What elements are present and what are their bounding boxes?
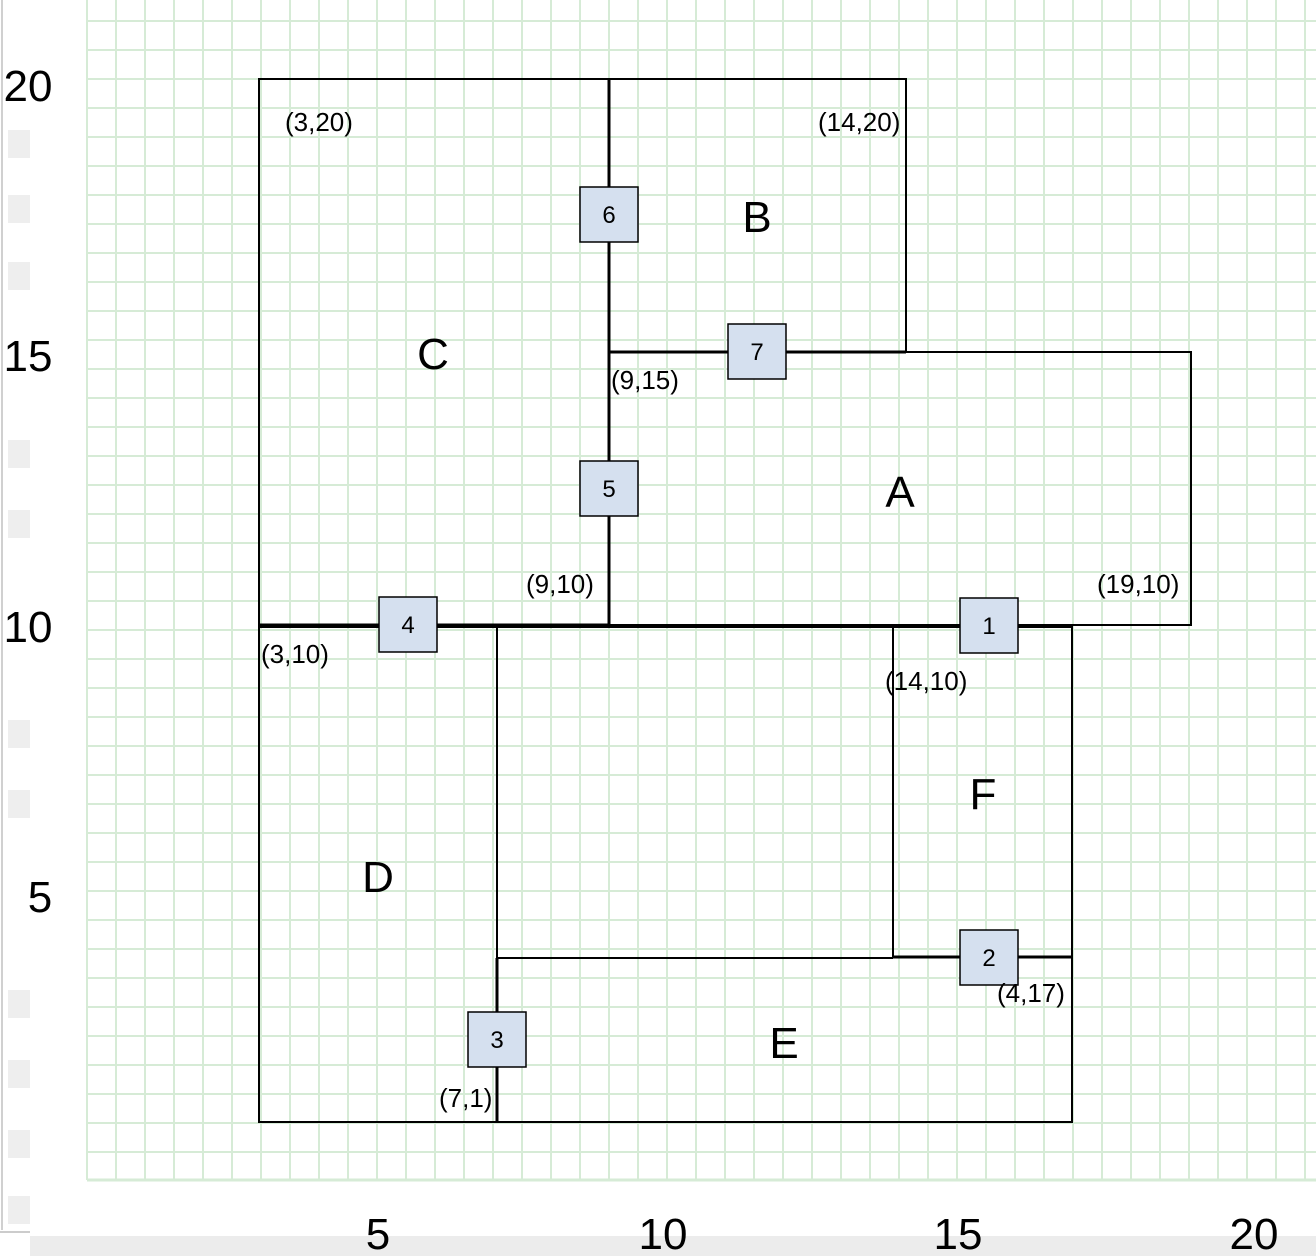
door-4-label: 4 (401, 612, 414, 639)
door-5[interactable]: 5 (579, 460, 639, 517)
coord-label: (3,20) (285, 107, 353, 137)
coord-label: (7,1) (439, 1083, 492, 1113)
door-2-label: 2 (982, 945, 995, 972)
room-f-label: F (970, 770, 997, 819)
coord-label: (14,20) (818, 107, 900, 137)
y-tick-label: 10 (4, 603, 53, 652)
y-tick-label: 15 (4, 332, 53, 381)
coord-label: (14,10) (885, 666, 967, 696)
door-3-label: 3 (490, 1027, 503, 1054)
door-6[interactable]: 6 (579, 186, 639, 243)
room-c-label: C (417, 330, 449, 379)
room-d-label: D (362, 853, 394, 902)
door-1-label: 1 (982, 613, 995, 640)
doors: 1 2 3 4 5 6 7 (378, 186, 1019, 1068)
y-tick-label: 5 (28, 873, 52, 922)
x-tick-label: 15 (934, 1210, 983, 1256)
y-axis-labels: 20 15 10 5 (4, 62, 53, 922)
coord-label: (4,17) (997, 978, 1065, 1008)
door-7[interactable]: 7 (727, 323, 787, 380)
y-tick-label: 20 (4, 62, 53, 111)
door-2[interactable]: 2 (959, 929, 1019, 986)
door-5-label: 5 (602, 476, 615, 503)
background-grid (86, 0, 1316, 1182)
coord-label: (9,15) (611, 365, 679, 395)
door-6-label: 6 (602, 202, 615, 229)
room-d-outline (258, 626, 498, 1123)
room-e-label: E (769, 1019, 798, 1068)
door-1[interactable]: 1 (959, 597, 1019, 654)
x-tick-label: 10 (639, 1210, 688, 1256)
room-labels: A B C D E F (362, 193, 996, 1068)
coord-label: (9,10) (526, 569, 594, 599)
coord-label: (3,10) (261, 639, 329, 669)
x-tick-label: 20 (1230, 1210, 1279, 1256)
door-7-label: 7 (750, 339, 763, 366)
room-b-label: B (742, 193, 771, 242)
door-4[interactable]: 4 (378, 596, 438, 653)
x-tick-label: 5 (366, 1210, 390, 1256)
x-axis-labels: 5 10 15 20 (366, 1210, 1279, 1256)
room-a-label: A (885, 468, 915, 517)
coordinate-labels: (3,20) (14,20) (9,15) (9,10) (19,10) (3,… (261, 107, 1179, 1113)
coord-label: (19,10) (1097, 569, 1179, 599)
door-3[interactable]: 3 (467, 1011, 527, 1068)
